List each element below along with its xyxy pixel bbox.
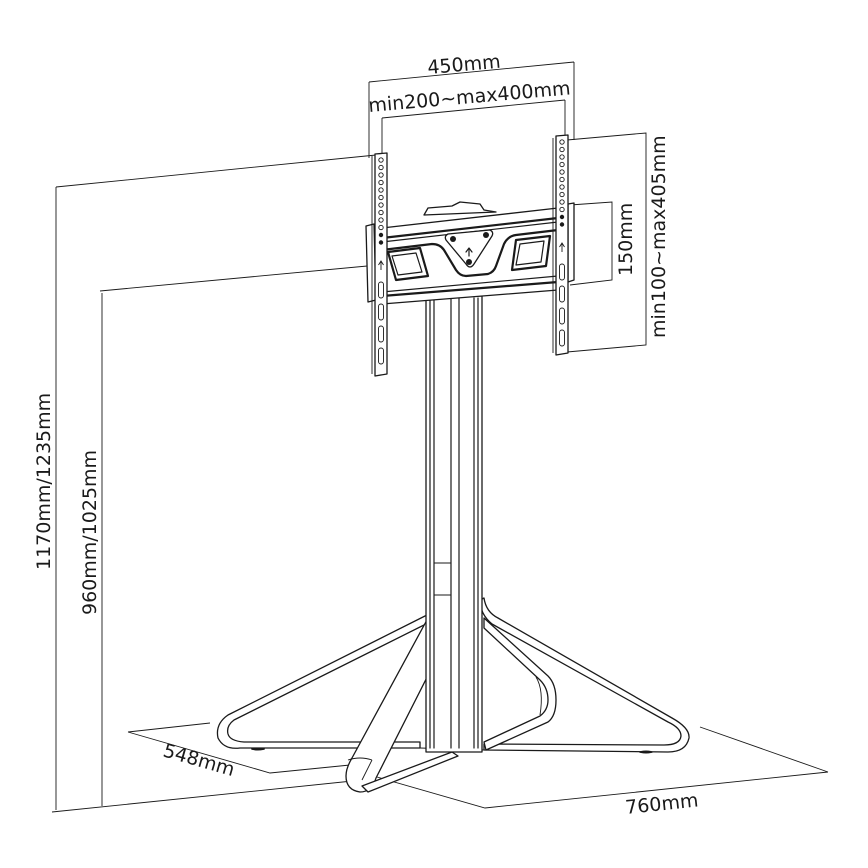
label-overall-height: 1170mm/1235mm (33, 393, 55, 570)
dimension-labels: 450mm min200~max400mm min100~max405mm 15… (33, 51, 699, 819)
dimension-lines (51, 61, 829, 813)
label-base-width: 760mm (624, 789, 699, 819)
label-center-height: 960mm/1025mm (79, 450, 101, 615)
label-vesa-horizontal: min200~max400mm (368, 77, 572, 117)
label-bracket-width: 450mm (427, 51, 502, 79)
label-vesa-vertical: min100~max405mm (648, 135, 670, 338)
rail-holes (378, 139, 565, 365)
vesa-mount-bracket (365, 134, 575, 377)
label-crossbar-height: 150mm (615, 203, 637, 276)
stand-column (425, 295, 483, 753)
